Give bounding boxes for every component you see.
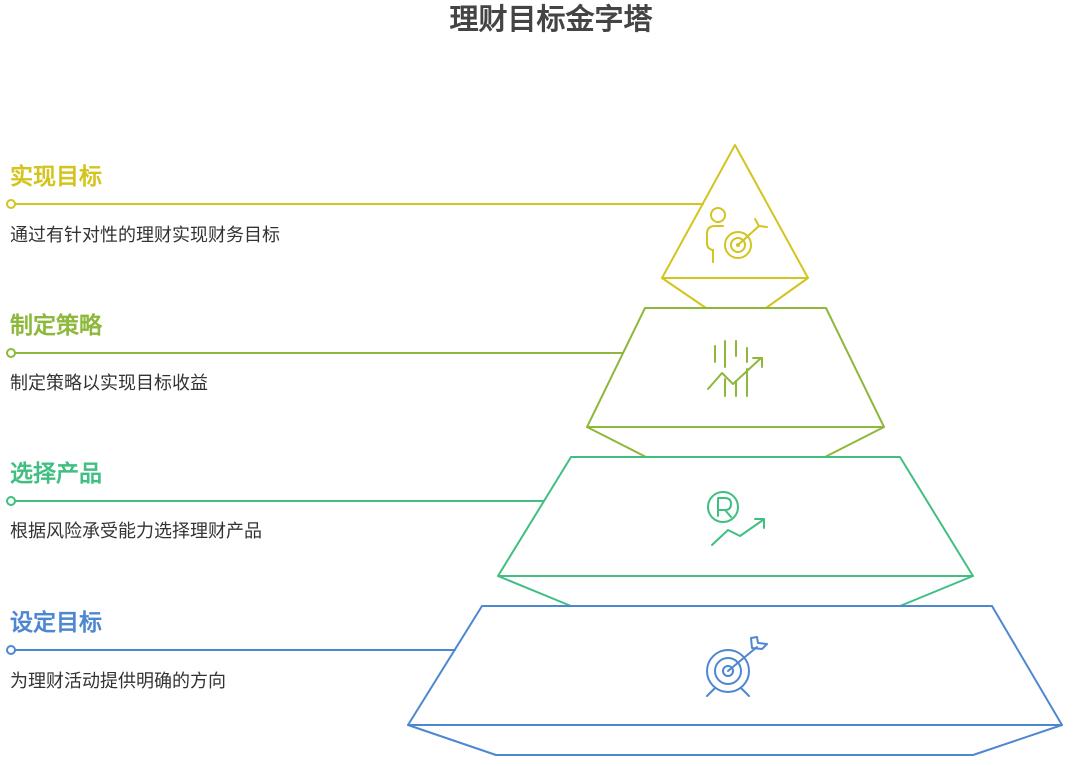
tier-base	[661, 277, 809, 309]
connector-dot	[6, 645, 16, 655]
registered-growth-icon	[707, 491, 765, 546]
pyramid-tier-4	[6, 605, 1063, 756]
tier-3-heading: 选择产品	[10, 460, 102, 486]
tier-1-heading: 实现目标	[10, 163, 102, 189]
tier-3-description: 根据风险承受能力选择理财产品	[10, 521, 262, 541]
tier-base	[407, 724, 1063, 756]
tier-2-heading: 制定策略	[10, 312, 102, 338]
diagram-title: 理财目标金字塔	[449, 4, 653, 36]
tier-base	[497, 575, 974, 607]
connector-dot	[6, 348, 16, 358]
growth-chart-icon	[707, 340, 763, 397]
tier-face	[661, 144, 809, 279]
tier-4-heading: 设定目标	[10, 609, 102, 635]
tier-1-description: 通过有针对性的理财实现财务目标	[10, 225, 280, 245]
tier-base	[586, 426, 885, 458]
tier-4-description: 为理财活动提供明确的方向	[10, 671, 226, 691]
target-arrow-icon	[706, 636, 768, 697]
person-target-icon	[706, 207, 768, 263]
tier-face	[586, 307, 885, 428]
connector-dot	[6, 199, 16, 209]
connector-dot	[6, 496, 16, 506]
tier-2-description: 制定策略以实现目标收益	[10, 373, 208, 393]
